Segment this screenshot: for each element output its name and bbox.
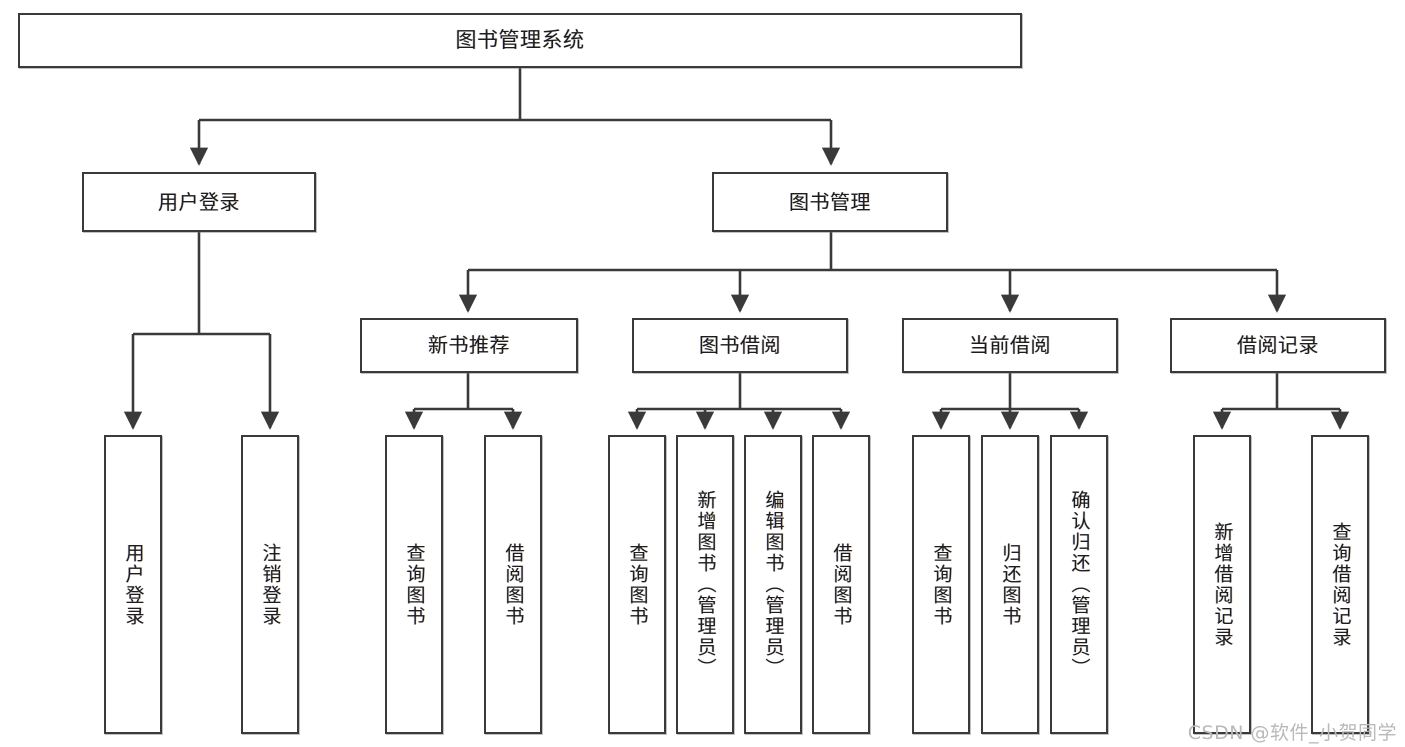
leaf-current-borrow-return-book[interactable]: 归还图书: [981, 435, 1039, 734]
node-label: 借阅图书: [502, 542, 525, 627]
node-borrowing-record[interactable]: 借阅记录: [1170, 318, 1386, 373]
node-root-book-management-system[interactable]: 图书管理系统: [18, 13, 1022, 68]
node-user-login[interactable]: 用户登录: [82, 172, 316, 232]
node-label: 新书推荐: [428, 333, 510, 357]
node-label: 新增图书（管理员）: [694, 490, 717, 679]
node-label: 确认归还（管理员）: [1068, 490, 1091, 679]
node-label: 用户登录: [122, 542, 145, 627]
leaf-user-login-signin[interactable]: 用户登录: [104, 435, 162, 734]
node-label: 当前借阅: [969, 333, 1051, 357]
node-label: 编辑图书（管理员）: [762, 490, 785, 679]
leaf-book-borrow-borrow-book[interactable]: 借阅图书: [812, 435, 870, 734]
node-label: 用户登录: [158, 189, 240, 214]
node-label: 图书管理系统: [455, 28, 585, 53]
node-label: 查询图书: [626, 542, 649, 627]
node-label: 图书借阅: [699, 333, 781, 357]
leaf-book-borrow-edit-book-admin[interactable]: 编辑图书（管理员）: [744, 435, 802, 734]
node-label: 查询图书: [403, 542, 426, 627]
node-book-management[interactable]: 图书管理: [712, 172, 948, 232]
csdn-watermark: CSDN @软件_小贺同学: [1187, 722, 1397, 744]
leaf-current-borrow-confirm-return-admin[interactable]: 确认归还（管理员）: [1050, 435, 1108, 734]
node-label: 新增借阅记录: [1211, 521, 1234, 648]
leaf-borrow-record-add-record[interactable]: 新增借阅记录: [1193, 435, 1251, 734]
node-label: 注销登录: [259, 542, 282, 627]
node-label: 查询借阅记录: [1329, 521, 1352, 648]
node-current-borrowing[interactable]: 当前借阅: [902, 318, 1118, 373]
leaf-borrow-record-query-record[interactable]: 查询借阅记录: [1311, 435, 1369, 734]
node-label: 借阅记录: [1237, 333, 1319, 357]
leaf-current-borrow-query-book[interactable]: 查询图书: [912, 435, 970, 734]
leaf-user-login-signout[interactable]: 注销登录: [241, 435, 299, 734]
leaf-new-book-query-book[interactable]: 查询图书: [385, 435, 443, 734]
node-label: 借阅图书: [830, 542, 853, 627]
node-new-book-recommendation[interactable]: 新书推荐: [360, 318, 578, 373]
node-label: 归还图书: [999, 542, 1022, 627]
node-book-borrowing[interactable]: 图书借阅: [632, 318, 848, 373]
leaf-new-book-borrow-book[interactable]: 借阅图书: [484, 435, 542, 734]
node-label: 图书管理: [789, 189, 871, 214]
node-label: 查询图书: [930, 542, 953, 627]
leaf-book-borrow-add-book-admin[interactable]: 新增图书（管理员）: [676, 435, 734, 734]
leaf-book-borrow-query-book[interactable]: 查询图书: [608, 435, 666, 734]
